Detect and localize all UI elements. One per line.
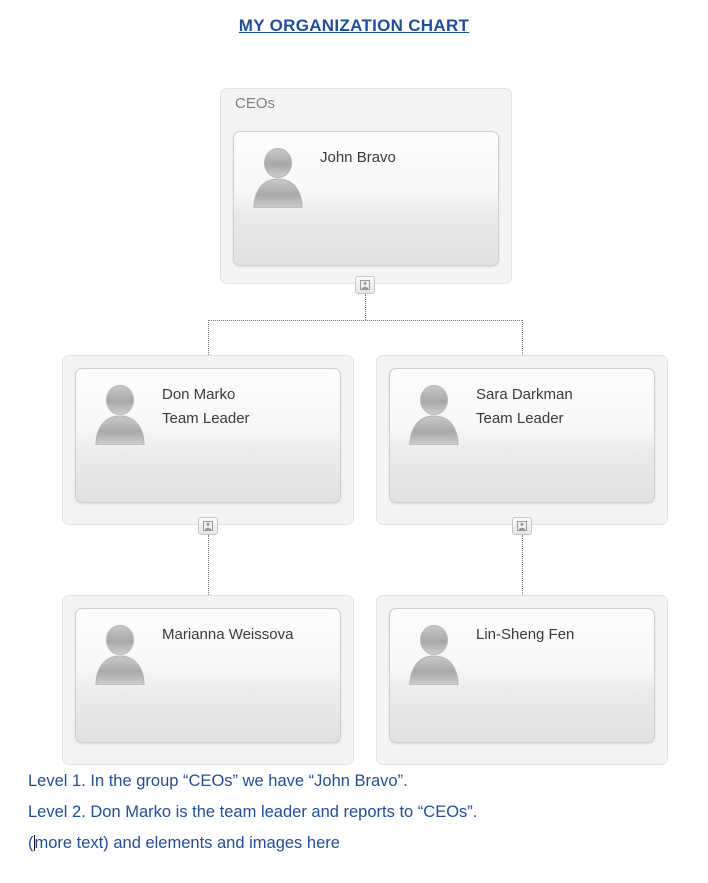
person-avatar-icon (90, 383, 150, 445)
group-label-ceos: CEOs (235, 95, 276, 112)
node-text-marianna-weissova: Marianna Weissova (162, 623, 332, 647)
node-card-lin-sheng-fen[interactable]: Lin-Sheng Fen (389, 608, 655, 743)
description-line-2: Level 2. Don Marko is the team leader an… (28, 803, 478, 821)
text-cursor (33, 835, 35, 851)
person-avatar-icon (404, 623, 464, 685)
node-card-marianna-weissova[interactable]: Marianna Weissova (75, 608, 341, 743)
connector-to-left-team (208, 320, 209, 355)
connector-ceos-down (365, 294, 366, 320)
page-title: MY ORGANIZATION CHART (238, 16, 470, 35)
node-card-don-marko[interactable]: Don Marko Team Leader (75, 368, 341, 503)
person-avatar-icon (404, 383, 464, 445)
person-avatar-icon (90, 623, 150, 685)
description-line-3-after: more text) and elements and images here (34, 834, 340, 852)
node-card-sara-darkman[interactable]: Sara Darkman Team Leader (389, 368, 655, 503)
person-name: Marianna Weissova (162, 626, 294, 643)
collapse-handle-icon (203, 521, 213, 531)
node-text-lin-sheng-fen: Lin-Sheng Fen (476, 623, 646, 647)
person-role: Team Leader (476, 410, 564, 427)
node-card-john-bravo[interactable]: John Bravo (233, 131, 499, 266)
connector-don-marko-down (208, 535, 209, 595)
collapse-handle-icon (517, 521, 527, 531)
person-avatar-icon (248, 146, 308, 208)
person-role: Team Leader (162, 410, 250, 427)
person-name: Lin-Sheng Fen (476, 626, 575, 643)
person-name: John Bravo (320, 149, 396, 166)
description-line-3-before: ( (28, 834, 34, 852)
node-text-don-marko: Don Marko Team Leader (162, 383, 332, 431)
node-text-sara-darkman: Sara Darkman Team Leader (476, 383, 646, 431)
collapse-handle-icon-sara-darkman[interactable] (512, 517, 532, 535)
connector-to-right-team (522, 320, 523, 355)
connector-level2-horizontal (208, 320, 522, 321)
person-name: Don Marko (162, 386, 236, 403)
connector-sara-darkman-down (522, 535, 523, 595)
collapse-handle-icon-ceos[interactable] (355, 276, 375, 294)
description-line-1: Level 1. In the group “CEOs” we have “Jo… (28, 772, 408, 790)
node-text-john-bravo: John Bravo (320, 146, 490, 170)
person-name: Sara Darkman (476, 386, 573, 403)
collapse-handle-icon (360, 280, 370, 290)
collapse-handle-icon-don-marko[interactable] (198, 517, 218, 535)
description-line-3: (more text) and elements and images here (28, 834, 340, 853)
